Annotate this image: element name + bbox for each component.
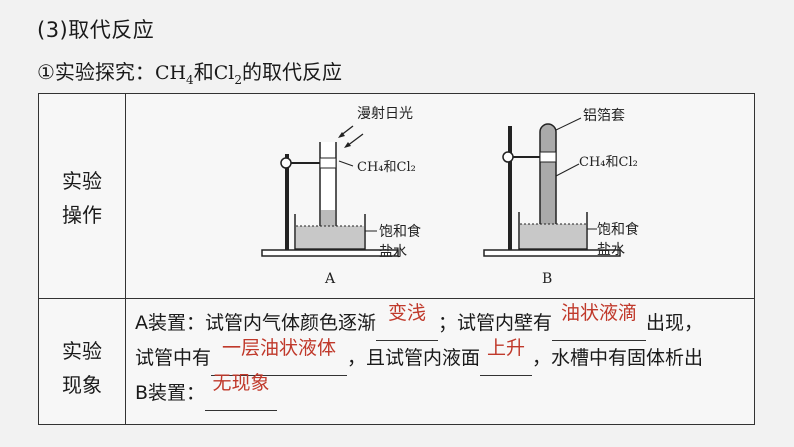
apparatus-diagram: 漫射日光 CH₄和Cl₂ 饱和食 盐水 A 铝箔套 CH₄和Cl₂ 饱和食 [261,106,639,287]
label-solution-a-2: 盐水 [379,244,407,260]
clamp-knob-a [280,157,292,169]
apparatus-b: 铝箔套 CH₄和Cl₂ 饱和食 盐水 B [483,108,639,287]
label-solution-a-1: 饱和食 [379,223,421,240]
apparatus-a: 漫射日光 CH₄和Cl₂ 饱和食 盐水 A [261,106,421,287]
subheading: ①实验探究：CH4和Cl2的取代反应 [37,56,342,87]
row-label-operation: 实验 操作 [62,169,102,227]
row-divider [39,298,754,299]
phenomenon-line-3: B装置：无现象 [135,372,749,411]
label-diffuse-light: 漫射日光 [357,106,413,122]
light-arrow-2 [346,133,364,147]
stand-base-b [483,249,621,257]
trough-liquid-a [296,226,364,248]
formula-methane: CH4 [154,62,194,87]
tube-clamp-b [539,151,557,163]
trough-liquid-b [520,224,586,248]
stand-base-a [261,249,399,257]
caption-a: A [324,271,336,287]
label-gas-b: CH₄和Cl₂ [579,155,638,170]
caption-b: B [542,271,552,287]
answer-blank-5: 无现象 [205,372,278,411]
answer-blank-2: 油状液滴 [552,302,647,341]
label-gas-a: CH₄和Cl₂ [357,160,416,175]
phenomenon-line-2: 试管中有一层油状液体，且试管内液面上升，水槽中有固体析出 [135,337,749,376]
experiment-table: 实验 操作 实验 现象 漫射日光 CH₄和Cl₂ 饱和食 [38,93,755,425]
subheading-conj: 和 [193,60,214,84]
phenomenon-text: A装置：试管内气体颜色逐渐变浅；试管内壁有油状液滴出现， 试管中有一层油状液体，… [135,302,749,411]
tube-clamp-a [319,157,337,169]
formula-chlorine: Cl2 [213,62,242,87]
trough-b [518,212,588,250]
column-divider [125,94,126,424]
foil-covered-tube-b [539,123,557,237]
subheading-suffix: 的取代反应 [241,60,342,84]
label-solution-b-2: 盐水 [597,242,625,258]
row-label-phenomenon: 实验 现象 [62,339,102,397]
clamp-knob-b [502,151,514,163]
section-heading: (3)取代反应 [37,18,155,42]
label-foil-cover: 铝箔套 [583,108,625,124]
answer-blank-1: 变浅 [376,302,438,341]
label-solution-b-1: 饱和食 [597,221,639,238]
subheading-prefix: ①实验探究： [37,60,155,84]
answer-blank-3: 一层油状液体 [211,337,348,376]
answer-blank-4: 上升 [480,337,533,376]
phenomenon-line-1: A装置：试管内气体颜色逐渐变浅；试管内壁有油状液滴出现， [135,302,749,341]
